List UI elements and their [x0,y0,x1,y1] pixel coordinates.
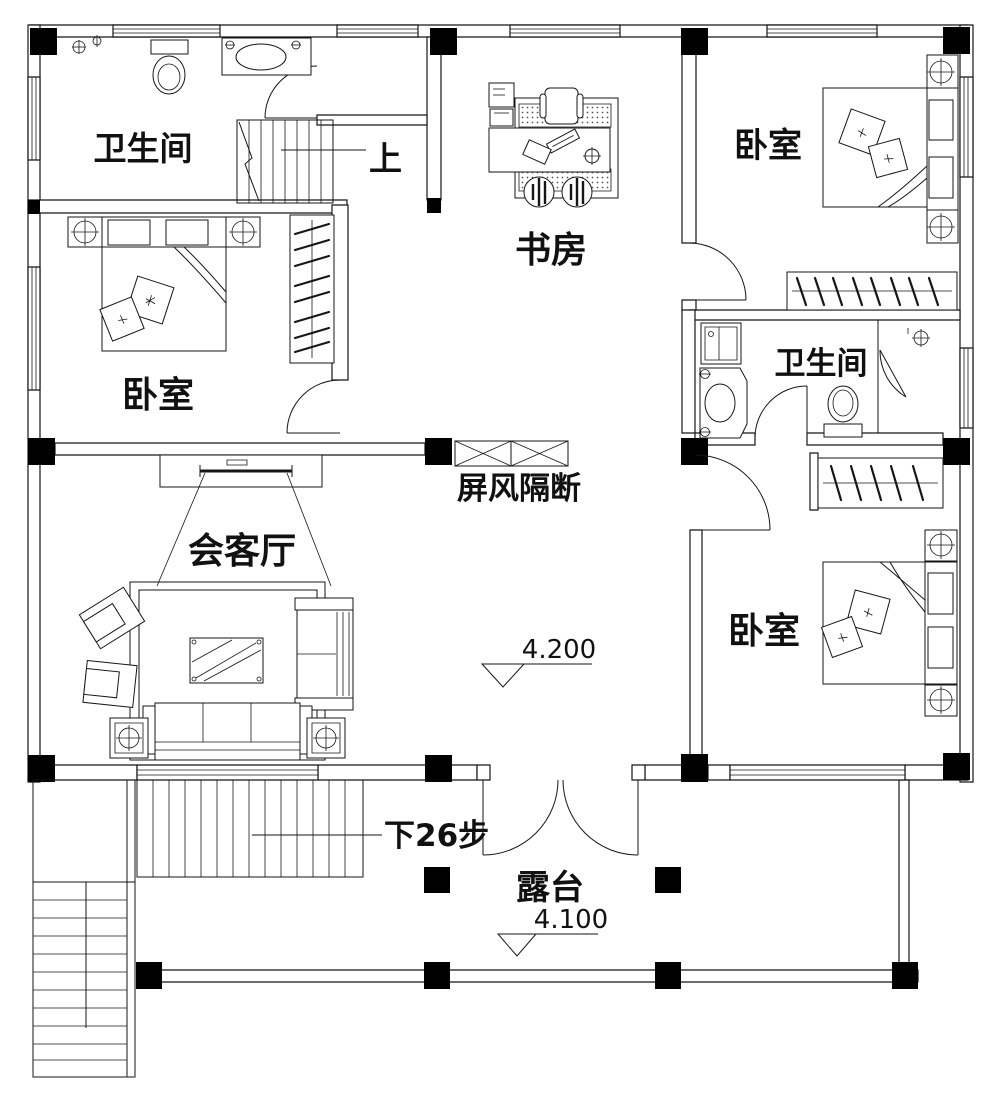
wardrobe-icon [290,215,334,363]
washing-machine-icon [701,323,741,364]
window-icon [767,25,877,37]
room-label-bedroom-bottom-right: 卧室 [728,611,800,652]
sink-icon [699,368,747,438]
toilet-icon [824,386,862,437]
door-icon [696,455,770,530]
loveseat-icon [295,598,353,710]
window-icon [113,25,220,37]
room-label-study: 书房 [515,230,587,271]
labels: 卫生间 卧室 书房 卧室 卫生间 卧室 会客厅 露台 屏风隔断 上 下26步 4… [94,126,868,935]
windows [28,25,973,780]
bedroom-bottom-right-furniture [821,530,957,716]
ceiling-lamp-icon [72,35,101,54]
window-icon [960,77,973,177]
elevation-marker-main [482,664,592,687]
doors [265,66,906,855]
door-icon [755,386,807,438]
window-icon [960,348,973,428]
sofa-icon [143,703,312,760]
window-icon [28,267,40,390]
wardrobe-icon [787,272,957,310]
window-icon [730,765,905,780]
room-label-living-room: 会客厅 [188,531,296,572]
window-icon [337,25,418,37]
stairs-down-icon [33,780,382,1077]
bed-icon [821,530,957,716]
window-icon [137,765,318,780]
room-label-bedroom-top-right: 卧室 [734,126,802,166]
bathroom-right-fixtures [699,323,930,438]
room-label-bathroom-right: 卫生间 [775,346,868,382]
window-icon [510,25,620,37]
bed-icon [68,217,260,351]
bedroom-top-left-furniture [68,215,334,363]
living-room-furniture [79,455,353,760]
stairs-up-icon [237,120,366,203]
room-label-terrace: 露台 [516,868,584,908]
annotation-elevation-main: 4.200 [522,635,596,665]
annotation-elevation-terrace: 4.100 [534,905,608,935]
annotation-stairs-up: 上 [369,139,402,178]
bedroom-top-right-furniture [787,55,958,310]
interior-walls [28,37,960,770]
elevation-marker-terrace [498,934,598,956]
room-label-bedroom-top-left: 卧室 [122,375,194,416]
wardrobe-icon [818,458,943,508]
side-table-icon [110,718,148,758]
side-table-icon [307,718,345,758]
study-furniture [489,83,618,207]
ceiling-lamp-icon [908,328,930,347]
toilet-icon [151,40,188,94]
window-icon [28,77,40,160]
guest-chair-icon [524,177,554,207]
annotation-stairs-down: 下26步 [384,818,489,854]
armchair-icon [83,661,137,708]
bed-icon [823,55,958,243]
sink-icon [222,38,311,75]
annotation-screen-partition: 屏风隔断 [457,471,581,507]
door-icon [689,243,746,300]
shower-door-icon [880,350,906,397]
desk-chair-icon [540,88,583,124]
screen-partition-icon [455,441,568,466]
door-icon [287,380,340,433]
coffee-table-icon [190,638,263,683]
armchair-icon [79,587,144,648]
guest-chair-icon [562,177,592,207]
tv-cabinet-icon [160,455,322,487]
bathroom-top-left-fixtures [72,35,311,94]
double-door-icon [477,765,645,855]
structural-columns [28,27,970,989]
room-label-bathroom-top-left: 卫生间 [94,129,193,168]
